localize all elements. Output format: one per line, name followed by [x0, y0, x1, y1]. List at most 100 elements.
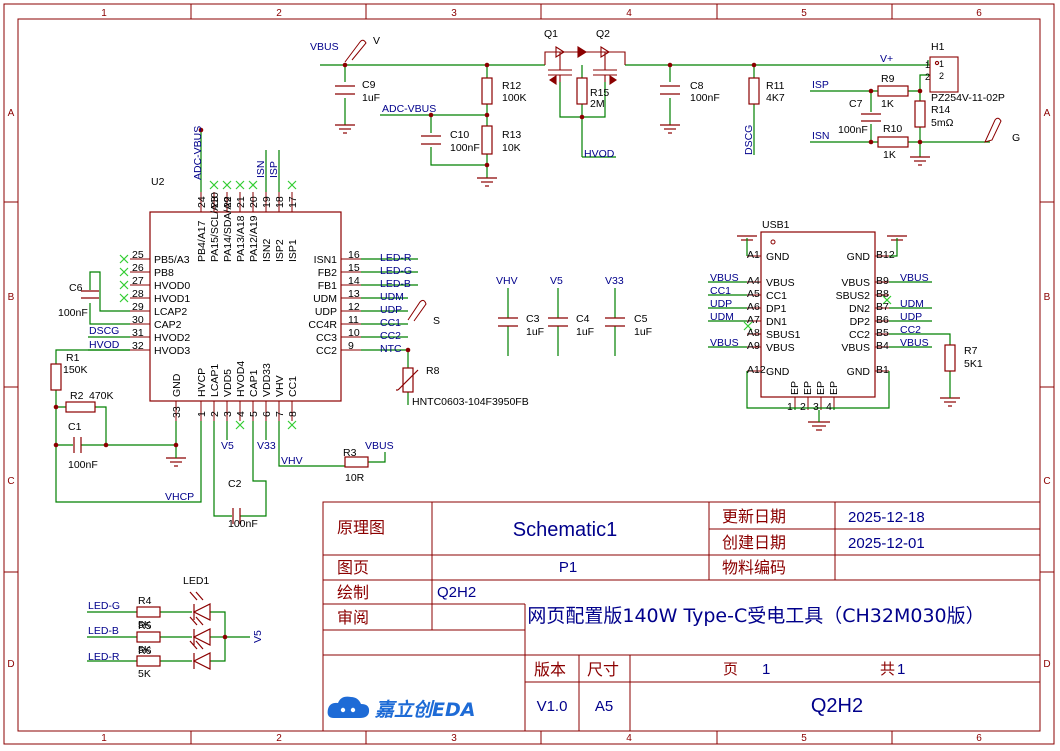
- col-label: 2: [276, 733, 282, 744]
- c6-ref: C6: [69, 282, 83, 294]
- junctions-top: [342, 62, 923, 168]
- c7-val: 100nF: [838, 124, 868, 136]
- usb1-pin-name: DP2: [850, 316, 871, 328]
- net-vplus: V+: [880, 53, 893, 65]
- total-label: 共: [880, 660, 895, 678]
- junctions-u2: [53, 127, 411, 448]
- u2-pin-number: 19: [261, 196, 273, 208]
- usb1-pin-number: B12: [876, 249, 895, 261]
- c1-val: 100nF: [68, 459, 98, 471]
- u2-pin-name: ISP2: [274, 239, 286, 262]
- u2-pin-number: 22: [222, 196, 234, 208]
- u2-pin-name: VDD33: [261, 363, 273, 397]
- usb1-pin-name: CC1: [766, 290, 787, 302]
- u2-pin-number: 2: [209, 411, 221, 417]
- update-label: 更新日期: [722, 507, 786, 526]
- c3-ref: C3: [526, 313, 540, 325]
- schematic-name: Schematic1: [513, 519, 618, 541]
- h1-connector: [929, 56, 959, 93]
- u2-pin-number: 8: [287, 411, 299, 417]
- usb1-pin-number: B9: [876, 275, 889, 287]
- project-title: 网页配置版140W Type-C受电工具（CH32M030版）: [527, 605, 984, 627]
- u2-pin-name: PA12/A19: [248, 215, 260, 262]
- usb1-pin-number: B5: [876, 327, 889, 339]
- probe-s-label: S: [433, 315, 440, 327]
- u2-net-label: LED-R: [380, 252, 412, 264]
- net-led-g: LED-G: [88, 600, 120, 612]
- page-label: 图页: [337, 558, 369, 577]
- usb1-pin-name: GND: [766, 366, 790, 378]
- title-block-grid: [322, 501, 1041, 732]
- u2-pin-number: 1: [196, 411, 208, 417]
- u2-net-label: UDP: [380, 304, 402, 316]
- total-number: 1: [897, 661, 905, 678]
- r3-ref: R3: [343, 447, 357, 459]
- sheet-label: 页: [723, 660, 738, 678]
- net-v5-u2: V5: [221, 440, 234, 452]
- version-value: V1.0: [537, 698, 568, 715]
- u2-pin-number: 31: [132, 327, 144, 339]
- r1-val: 150K: [63, 364, 88, 376]
- title-block-text: 原理图 Schematic1 更新日期 2025-12-18 创建日期 2025…: [337, 507, 985, 721]
- u2-pin-number: 24: [196, 196, 208, 208]
- u2-pin-number: 21: [235, 196, 247, 208]
- c8-val: 100nF: [690, 92, 720, 104]
- drawn-value: Q2H2: [437, 584, 476, 601]
- row-label: D: [7, 659, 14, 670]
- u2-net-label: LED-B: [380, 278, 411, 290]
- r4-val: 5K: [138, 619, 151, 631]
- c10-symbol: [421, 135, 441, 145]
- probe-v-label: V: [373, 35, 380, 47]
- net-vbus: VBUS: [310, 41, 339, 53]
- row-label: A: [1044, 108, 1051, 119]
- col-label: 3: [451, 8, 457, 19]
- c1-ref: C1: [68, 421, 82, 433]
- r5-val: 5K: [138, 644, 151, 656]
- col-label: 6: [976, 733, 982, 744]
- r2-val: 470K: [89, 390, 114, 402]
- mosfet-pair: [544, 46, 626, 86]
- u2-pin-name: ISN2: [261, 238, 273, 262]
- r1-ref: R1: [66, 352, 80, 364]
- usb1-net-label: UDM: [710, 311, 734, 323]
- drawn-label: 绘制: [337, 583, 369, 602]
- u2-pin-name: VHV: [274, 375, 286, 397]
- u2-net-label: LED-G: [380, 265, 412, 277]
- h1-pin2-num: 2: [925, 72, 930, 82]
- r3-val: 10R: [345, 472, 365, 484]
- r9-val: 1K: [881, 98, 894, 110]
- r10-val: 1K: [883, 149, 896, 161]
- r12-val: 100K: [502, 92, 527, 104]
- row-label: D: [1043, 659, 1050, 670]
- component-labels: VBUS V C9 1uF ADC-VBUS C10 100nF R12 100…: [151, 28, 1020, 188]
- usb1-pin-number: B6: [876, 314, 889, 326]
- r7-val: 5K1: [964, 358, 983, 370]
- usb1-ep-label: EP: [802, 381, 814, 395]
- u2-pin-name: PB8: [154, 267, 174, 279]
- usb1-pin-name: VBUS: [766, 277, 795, 289]
- u2-pin-name: HVOD3: [154, 345, 190, 357]
- usb1-net-label: VBUS: [710, 272, 739, 284]
- net-adc-vbus: ADC-VBUS: [382, 103, 436, 115]
- c6-val: 100nF: [58, 307, 88, 319]
- u2-ic-body: [149, 211, 342, 402]
- probe-g-label: G: [1012, 132, 1020, 144]
- update-date: 2025-12-18: [848, 509, 925, 526]
- row-label: B: [8, 292, 15, 303]
- c10-val: 100nF: [450, 142, 480, 154]
- usb1-net-label: UDM: [900, 298, 924, 310]
- r11-val: 4K7: [766, 92, 785, 104]
- probe-v: [344, 39, 367, 63]
- usb1-pin-number: B1: [876, 364, 889, 376]
- u2-pin-name: CAP1: [248, 369, 260, 397]
- u2-pin-number: 18: [274, 196, 286, 208]
- logo-text: 嘉立创EDA: [374, 699, 475, 721]
- q2-ref: Q2: [596, 28, 610, 40]
- net-hvod: HVOD: [584, 148, 615, 160]
- u2-pin-number: 9: [348, 340, 354, 352]
- u2-pin-number: 13: [348, 288, 360, 300]
- u2-pin-name: CAP2: [154, 319, 182, 331]
- u2-pin-number: 3: [222, 411, 234, 417]
- u2-pin-name: PA14/SDA/A9: [222, 197, 234, 262]
